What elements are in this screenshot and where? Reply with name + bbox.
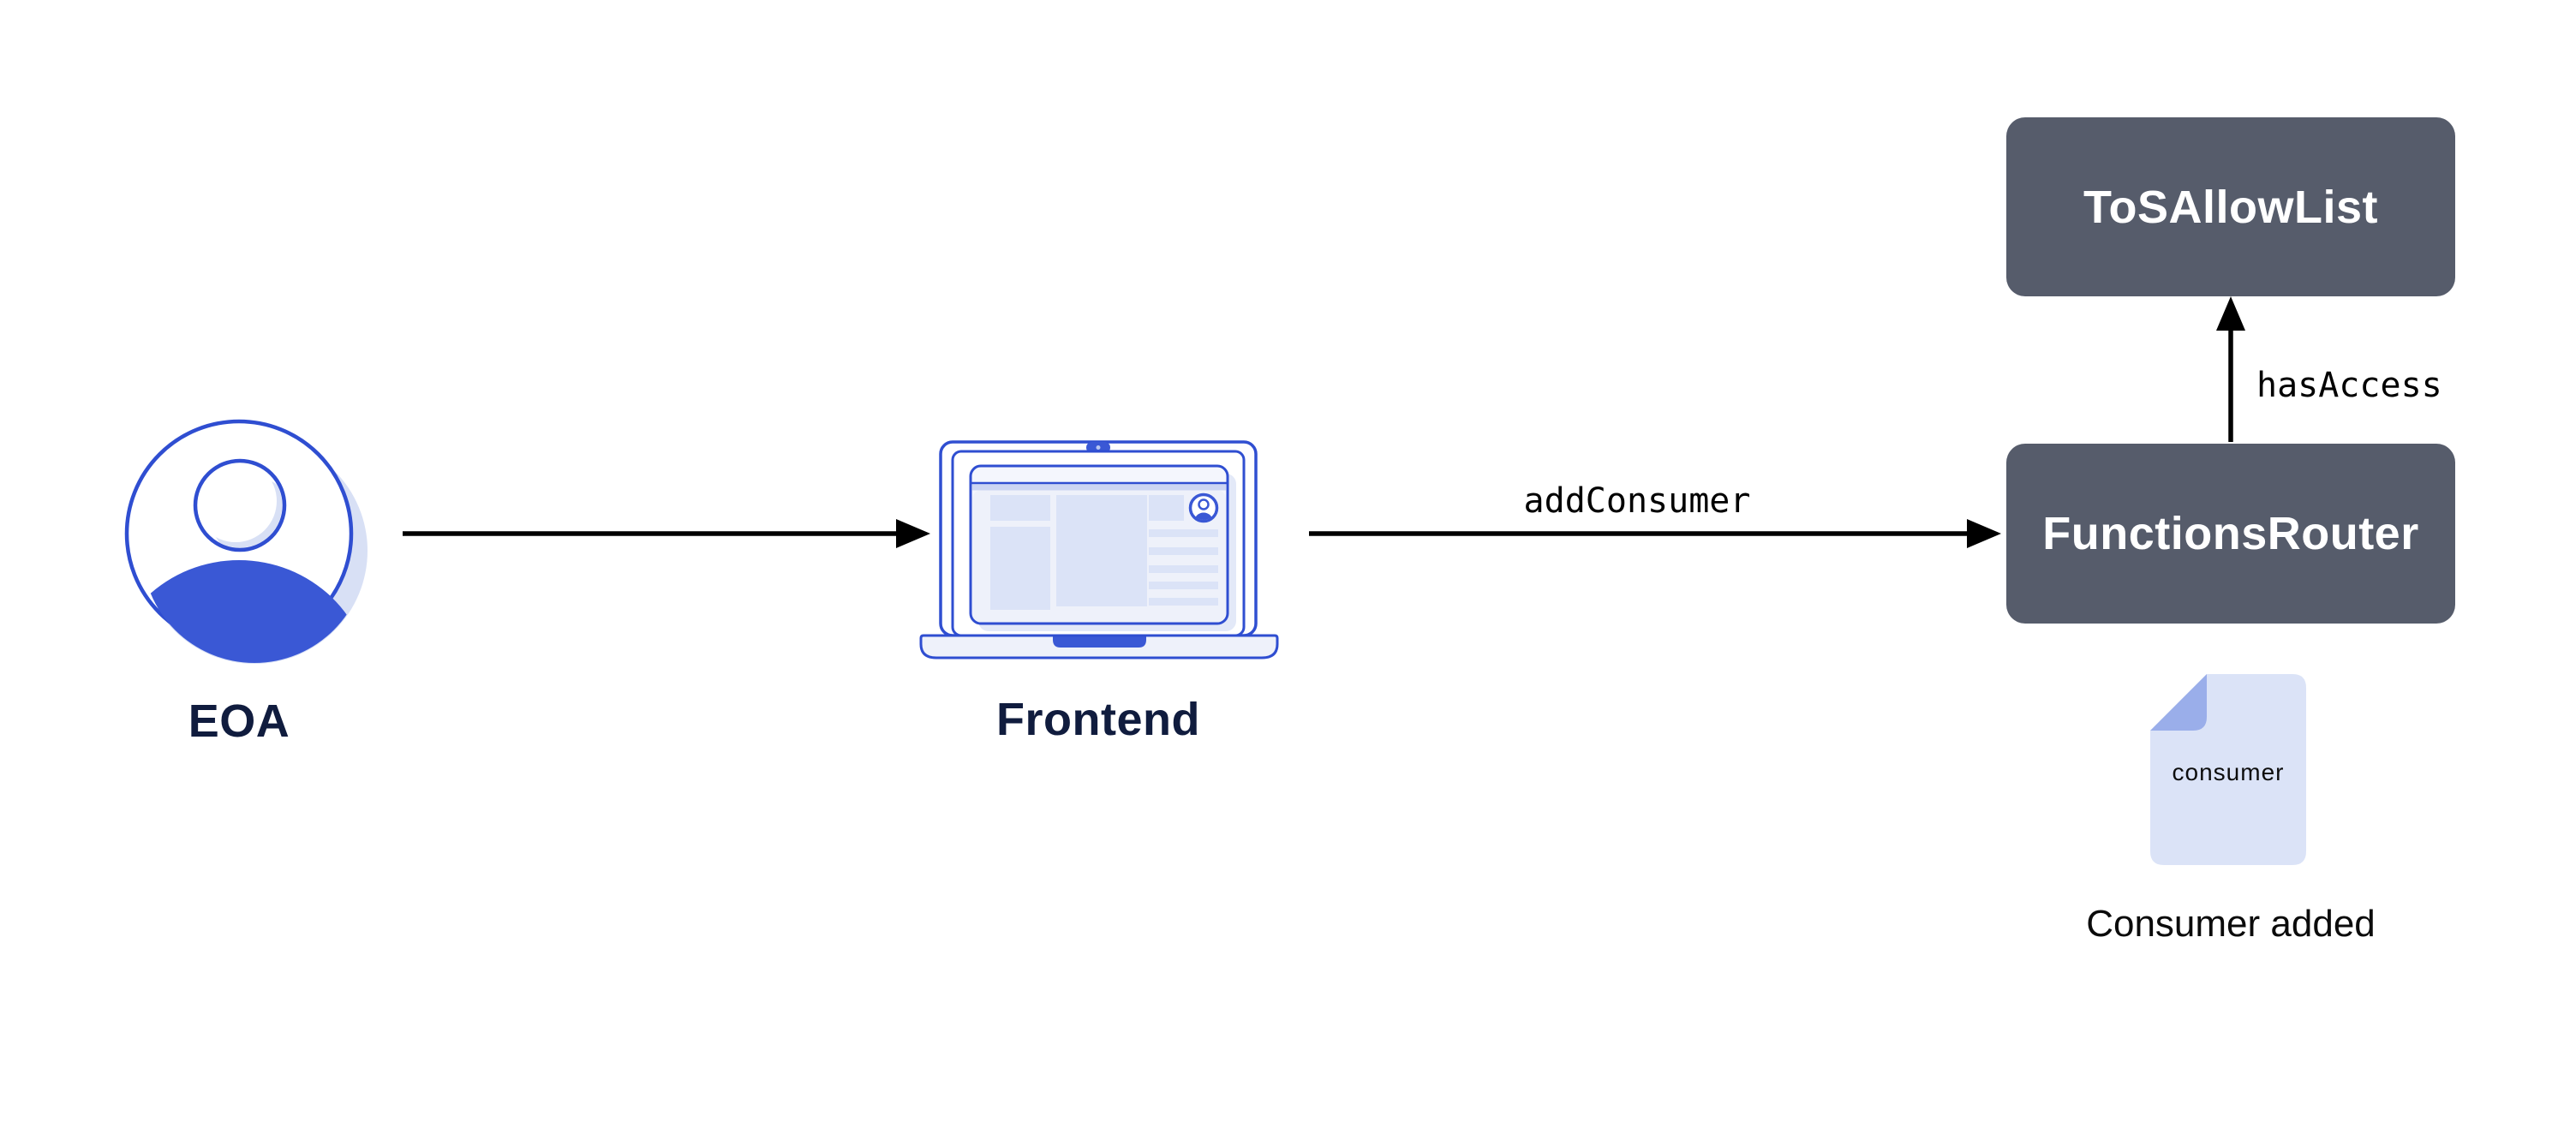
consumer-document-icon bbox=[2150, 674, 2306, 865]
functionsrouter-node: FunctionsRouter bbox=[2006, 444, 2455, 624]
edge-label-hasaccess: hasAccess bbox=[2256, 366, 2442, 405]
frontend-label: Frontend bbox=[996, 694, 1200, 745]
screen-user-avatar-icon bbox=[1188, 492, 1219, 523]
screen-wireframe-blocks bbox=[990, 495, 1218, 610]
arrow-functionsrouter-to-tosallowlist bbox=[2216, 296, 2245, 442]
consumer-added-caption: Consumer added bbox=[2086, 903, 2376, 945]
arrow-eoa-to-frontend bbox=[403, 519, 930, 548]
eoa-label: EOA bbox=[188, 695, 290, 747]
tosallowlist-label: ToSAllowList bbox=[2083, 181, 2378, 233]
folded-corner-icon bbox=[2150, 674, 2207, 731]
functionsrouter-label: FunctionsRouter bbox=[2042, 508, 2419, 559]
tosallowlist-node: ToSAllowList bbox=[2006, 117, 2455, 296]
arrow-frontend-to-functionsrouter bbox=[1309, 519, 2001, 548]
edge-label-addconsumer: addConsumer bbox=[1523, 481, 1751, 521]
consumer-document-label: consumer bbox=[2172, 759, 2285, 785]
frontend-laptop-icon bbox=[919, 440, 1279, 660]
eoa-person-avatar-icon bbox=[124, 419, 368, 664]
